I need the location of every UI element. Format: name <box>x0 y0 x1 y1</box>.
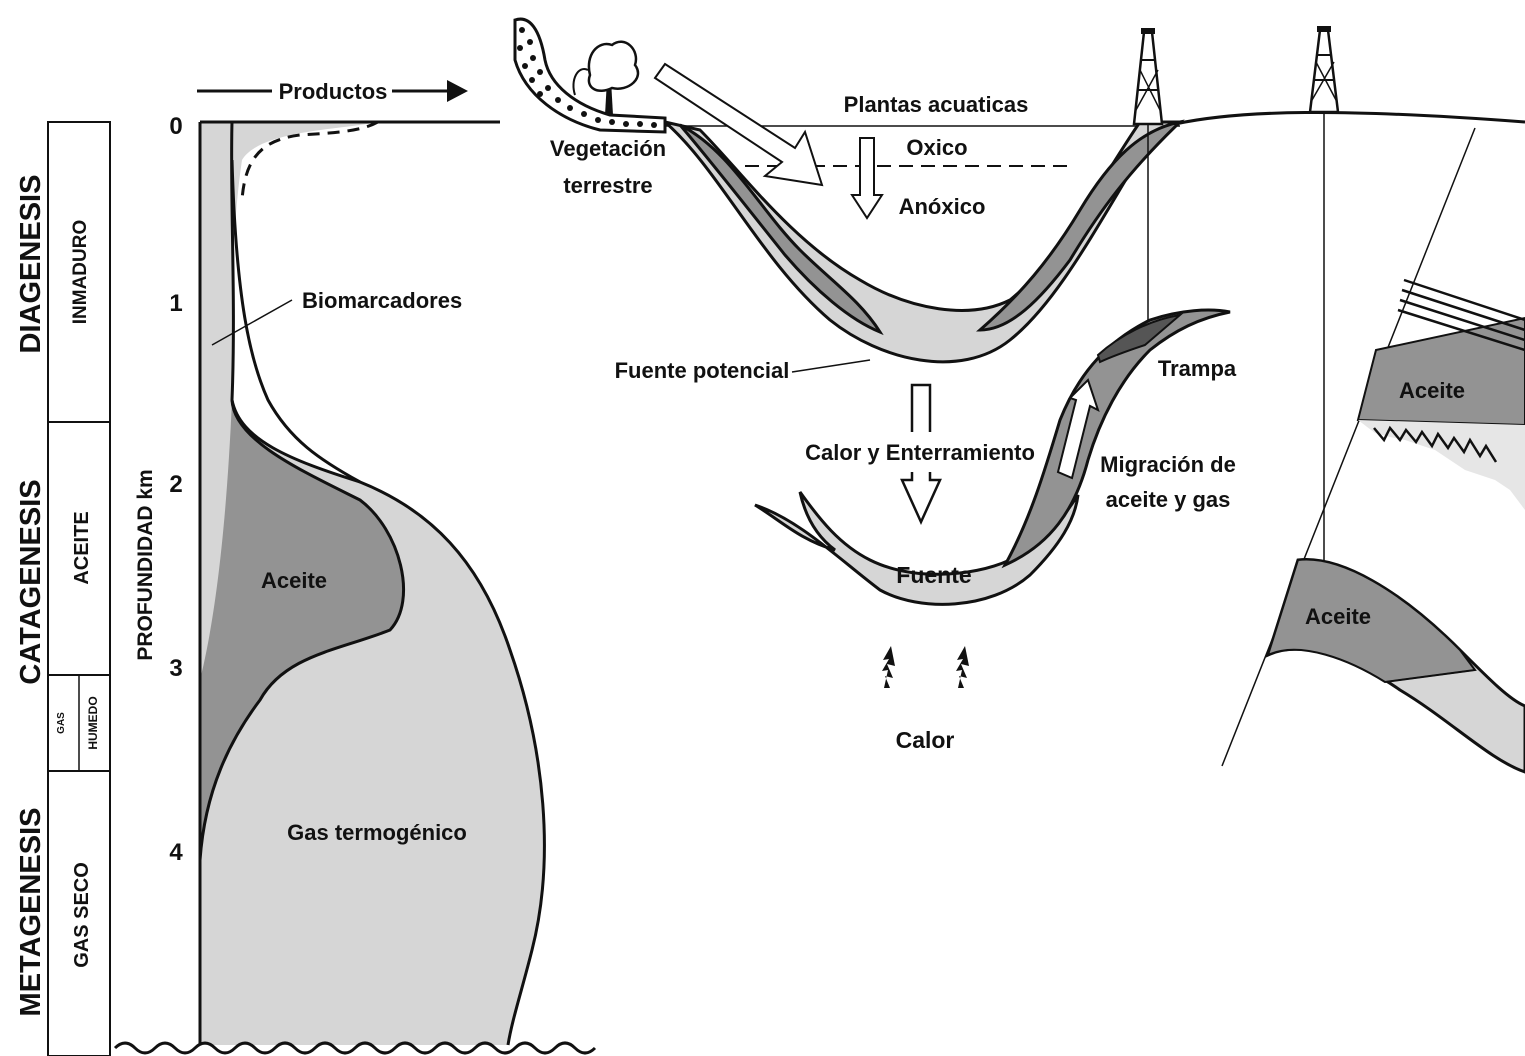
oil-derrick-icon-2 <box>1310 26 1338 580</box>
substage-inmaduro: INMADURO <box>70 220 91 325</box>
depth-tick-0: 0 <box>169 113 182 140</box>
label-aceite-envelope: Aceite <box>261 568 327 593</box>
label-oxico: Oxico <box>906 135 967 160</box>
label-gas-termogenico: Gas termogénico <box>287 820 467 845</box>
stage-metagenesis: METAGENESIS <box>15 808 47 1017</box>
label-vegetacion: Vegetación <box>550 136 666 161</box>
trap-section: Aceite Aceite <box>1222 128 1525 772</box>
label-fuente: Fuente <box>896 562 971 588</box>
depth-tick-2: 2 <box>169 471 182 498</box>
label-fuente-potencial: Fuente potencial <box>615 358 790 383</box>
substage-gas-1: GAS <box>56 712 67 734</box>
depth-axis-label: PROFUNDIDAD km <box>134 469 157 660</box>
products-label: Productos <box>279 79 388 104</box>
label-calor-enterramiento: Calor y Enterramiento <box>805 440 1035 465</box>
generation-envelope: Biomarcadores Aceite Gas termogénico <box>115 122 595 1053</box>
stage-column: DIAGENESIS CATAGENESIS METAGENESIS INMAD… <box>15 122 110 1056</box>
depth-tick-4: 4 <box>169 839 183 866</box>
oil-derrick-icon-1 <box>1134 28 1162 350</box>
depth-axis: PROFUNDIDAD km 0 1 2 3 4 <box>134 113 183 866</box>
substage-aceite: ACEITE <box>71 511 93 584</box>
label-calor: Calor <box>896 727 955 753</box>
products-arrow: Productos <box>197 79 468 104</box>
depth-tick-1: 1 <box>169 290 182 317</box>
label-aceite-lower: Aceite <box>1305 604 1371 629</box>
depth-tick-3: 3 <box>169 655 182 682</box>
upper-reservoir-water <box>1358 420 1525 510</box>
label-trampa: Trampa <box>1158 356 1237 381</box>
label-biomarcadores: Biomarcadores <box>302 288 462 313</box>
stage-diagenesis: DIAGENESIS <box>15 175 47 354</box>
substage-humedo: HUMEDO <box>86 696 100 749</box>
label-plantas-acuaticas: Plantas acuaticas <box>844 92 1029 117</box>
stage-catagenesis: CATAGENESIS <box>15 479 47 684</box>
early-products <box>232 122 378 300</box>
label-migracion-1: Migración de <box>1100 452 1236 477</box>
label-migracion-2: aceite y gas <box>1106 487 1231 512</box>
label-aceite-upper: Aceite <box>1399 378 1465 403</box>
lower-reservoir-oil <box>1268 560 1475 682</box>
substage-gas-seco: GAS SECO <box>71 862 93 968</box>
label-anoxico: Anóxico <box>899 194 986 219</box>
label-terrestre: terrestre <box>563 173 652 198</box>
oxic-down-arrow <box>852 138 882 218</box>
heat-icon <box>882 646 969 688</box>
upper-reservoir-oil <box>1358 318 1525 425</box>
